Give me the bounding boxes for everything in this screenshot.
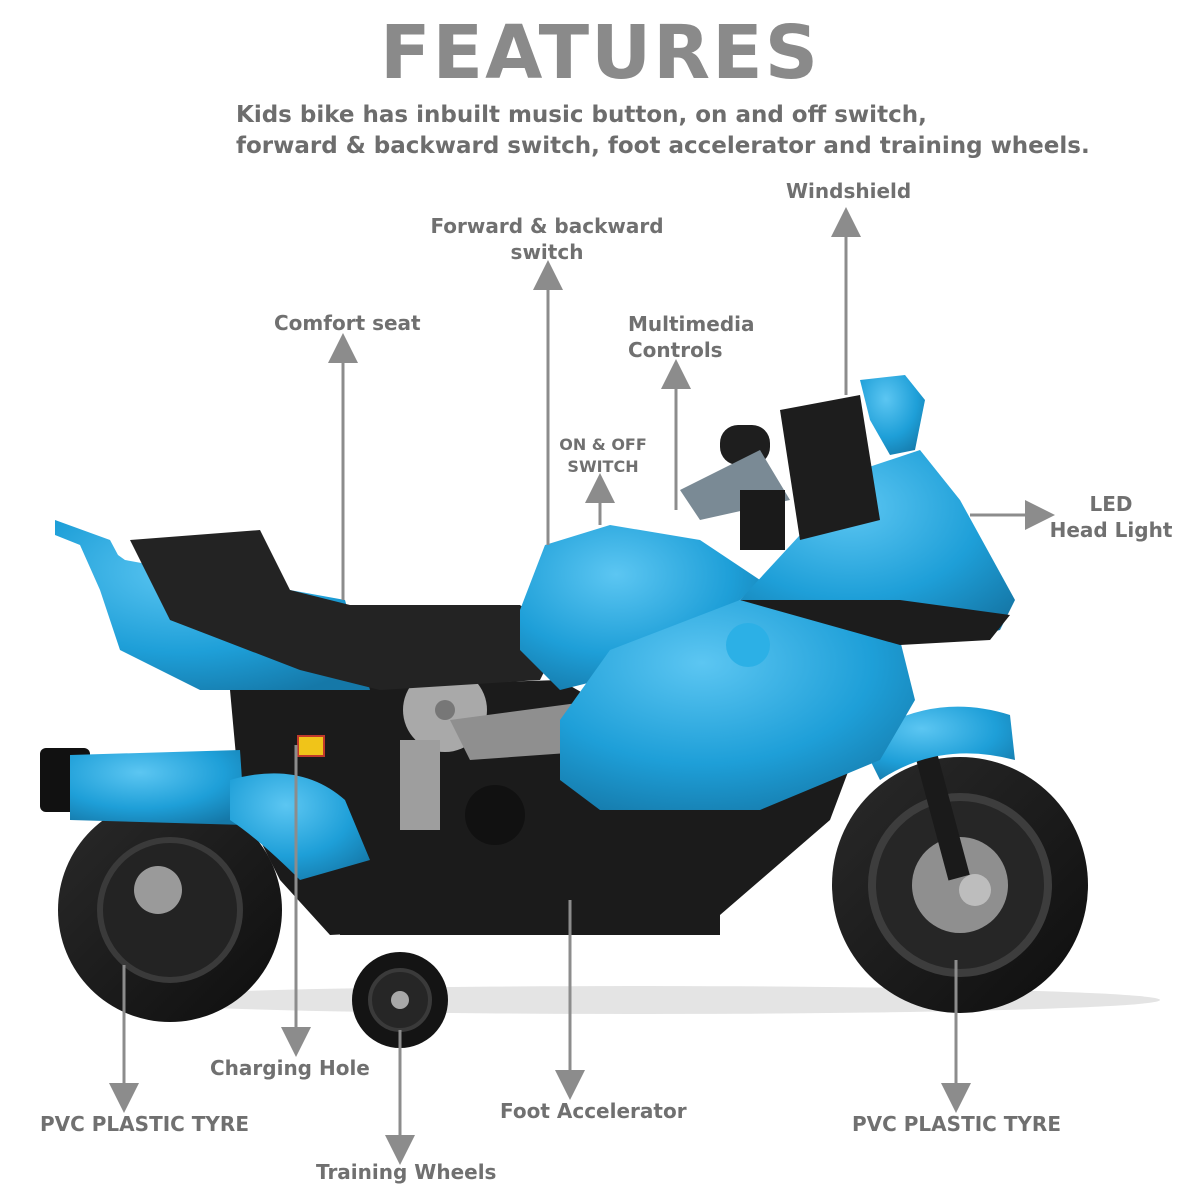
forward-backward-line-1: Forward & backward: [430, 214, 664, 238]
training-wheels-label: Training Wheels: [316, 1160, 497, 1184]
exhaust: [40, 748, 370, 880]
description-line-2: forward & backward switch, foot accelera…: [236, 133, 1090, 159]
front-tyre: [832, 739, 1088, 1013]
front-fairing: [740, 450, 1015, 640]
page-title: FEATURES: [379, 10, 821, 96]
feature-description: Kids bike has inbuilt music button, on a…: [236, 100, 1136, 162]
multimedia-label: Multimedia Controls: [628, 311, 754, 363]
windshield-label: Windshield: [786, 179, 912, 203]
windshield: [860, 375, 925, 455]
forward-backward-line-2: switch: [510, 240, 584, 264]
training-wheel: [340, 905, 720, 1048]
multimedia-line-2: Controls: [628, 338, 723, 362]
side-fairing: [560, 600, 915, 810]
description-line-1: Kids bike has inbuilt music button, on a…: [236, 102, 927, 128]
rear-tyre-label: PVC PLASTIC TYRE: [40, 1112, 249, 1136]
forward-backward-label: Forward & backward switch: [430, 213, 663, 265]
comfort-seat-label: Comfort seat: [274, 311, 421, 335]
led-label: LED Head Light: [1050, 491, 1173, 543]
charging-hole-label: Charging Hole: [210, 1056, 370, 1080]
multimedia-line-1: Multimedia: [628, 312, 755, 336]
on-off-line-2: SWITCH: [567, 457, 639, 476]
fuel-tank: [520, 525, 760, 690]
front-tyre-label: PVC PLASTIC TYRE: [852, 1112, 1061, 1136]
fairing-black-trim: [740, 600, 1010, 645]
chassis: [230, 680, 860, 935]
led-line-2: Head Light: [1049, 518, 1173, 542]
handlebar: [680, 395, 880, 550]
on-off-label: ON & OFF SWITCH: [559, 434, 647, 478]
seat: [130, 530, 560, 690]
on-off-line-1: ON & OFF: [559, 435, 647, 454]
rear-tyre: [58, 798, 282, 1022]
foot-accelerator-label: Foot Accelerator: [500, 1099, 687, 1123]
fairing-bolt: [726, 623, 770, 667]
led-line-1: LED: [1089, 492, 1133, 516]
charging-port: [297, 735, 325, 757]
